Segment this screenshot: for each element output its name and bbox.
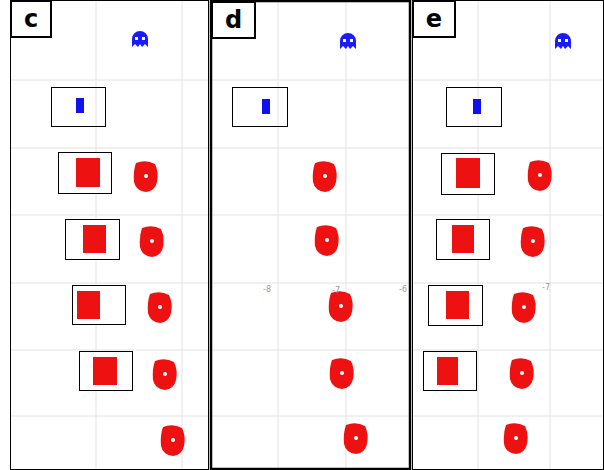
axis-tick-label: -7 — [332, 287, 340, 295]
axis-tick-label: -7 — [542, 284, 550, 292]
axis-tick-label: -6 — [399, 286, 407, 294]
panel-tag: c — [10, 0, 52, 38]
axis-tick-label: -8 — [263, 286, 271, 294]
panel-tag: e — [412, 0, 456, 38]
panel-tag: d — [211, 1, 256, 39]
panel-letter: c — [24, 7, 38, 31]
panel-letter: d — [225, 8, 242, 32]
panel-letter: e — [426, 7, 442, 31]
